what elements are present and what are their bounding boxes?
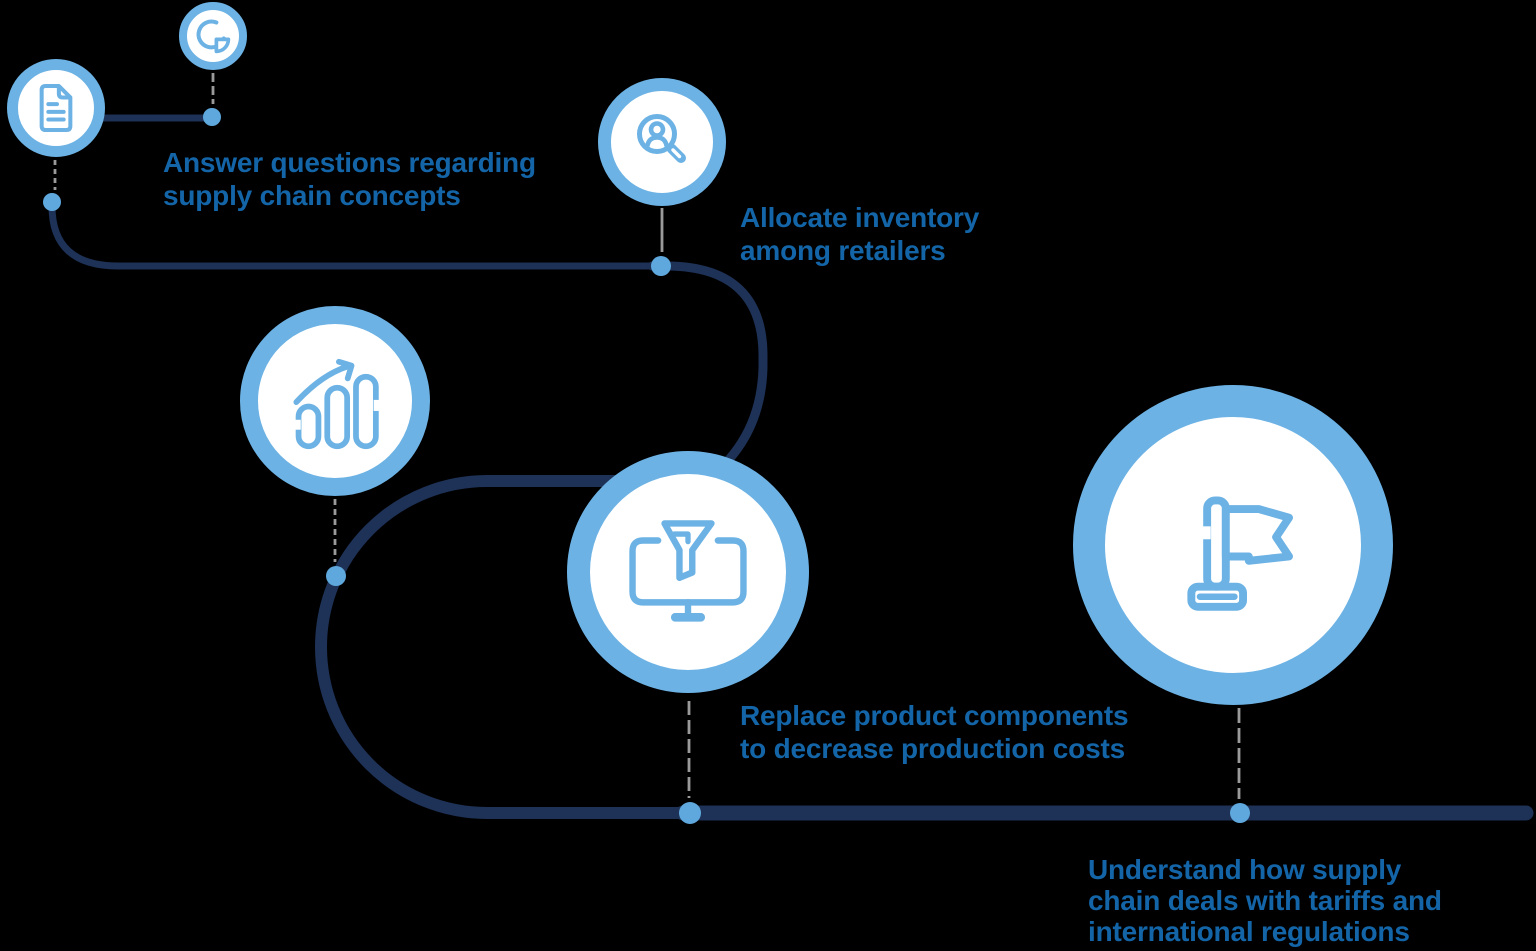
waypoint-dot-flag bbox=[1230, 803, 1250, 823]
label-understand-tariffs: Understand how supply chain deals with t… bbox=[1088, 854, 1442, 947]
waypoint-dot-pie bbox=[203, 108, 221, 126]
goal-flag-icon bbox=[1187, 496, 1293, 611]
trail-segment-3 bbox=[315, 475, 703, 819]
funnel-monitor-icon bbox=[629, 519, 747, 622]
milestone-goal-flag bbox=[1073, 385, 1393, 705]
waypoint-dot-search bbox=[651, 256, 671, 276]
document-icon bbox=[39, 83, 73, 133]
milestone-funnel-monitor bbox=[567, 451, 809, 693]
milestone-growth-chart bbox=[240, 306, 430, 496]
user-search-icon bbox=[637, 114, 686, 163]
waypoint-dot-funnel bbox=[679, 802, 701, 824]
label-replace-components: Replace product components to decrease p… bbox=[740, 700, 1129, 764]
growth-chart-icon bbox=[293, 358, 381, 450]
milestone-document bbox=[7, 59, 105, 157]
milestone-pie-chart bbox=[179, 2, 247, 70]
milestone-user-search bbox=[598, 78, 726, 206]
pie-chart-icon bbox=[196, 19, 231, 54]
trail-segment-2 bbox=[647, 261, 768, 484]
label-answer-questions: Answer questions regarding supply chain … bbox=[163, 147, 536, 211]
waypoint-dot-growth bbox=[326, 566, 346, 586]
waypoint-dot-start bbox=[43, 193, 61, 211]
label-allocate-inventory: Allocate inventory among retailers bbox=[740, 202, 980, 266]
trail-segment-1 bbox=[48, 194, 662, 270]
